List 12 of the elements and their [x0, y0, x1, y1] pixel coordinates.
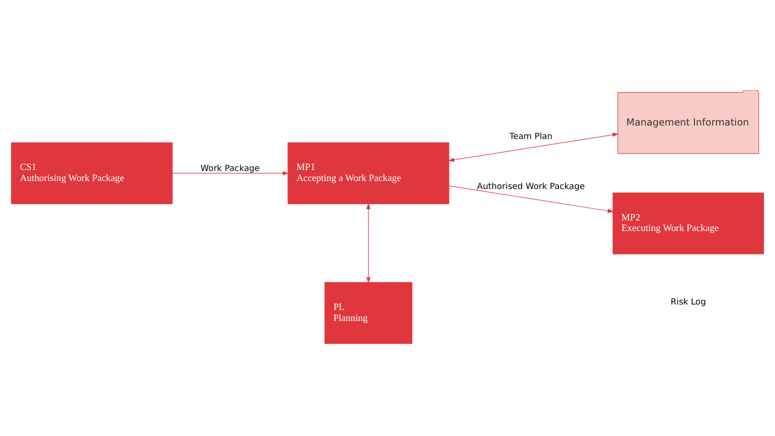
node-box: PL Planning — [324, 282, 412, 344]
arrow — [448, 186, 614, 213]
arrow — [448, 132, 619, 162]
edge-label: Team Plan — [509, 130, 552, 141]
arrow — [366, 203, 371, 284]
label: Risk Log — [670, 296, 706, 306]
edge-label: Authorised Work Package — [477, 181, 585, 192]
edge-label: Work Package — [200, 162, 260, 173]
node-box: MP2 Executing Work Package — [612, 192, 764, 254]
arrow — [172, 171, 289, 176]
node-box: CS1 Authorising Work Package — [11, 142, 173, 204]
node-box: MP1 Accepting a Work Package — [288, 142, 450, 204]
